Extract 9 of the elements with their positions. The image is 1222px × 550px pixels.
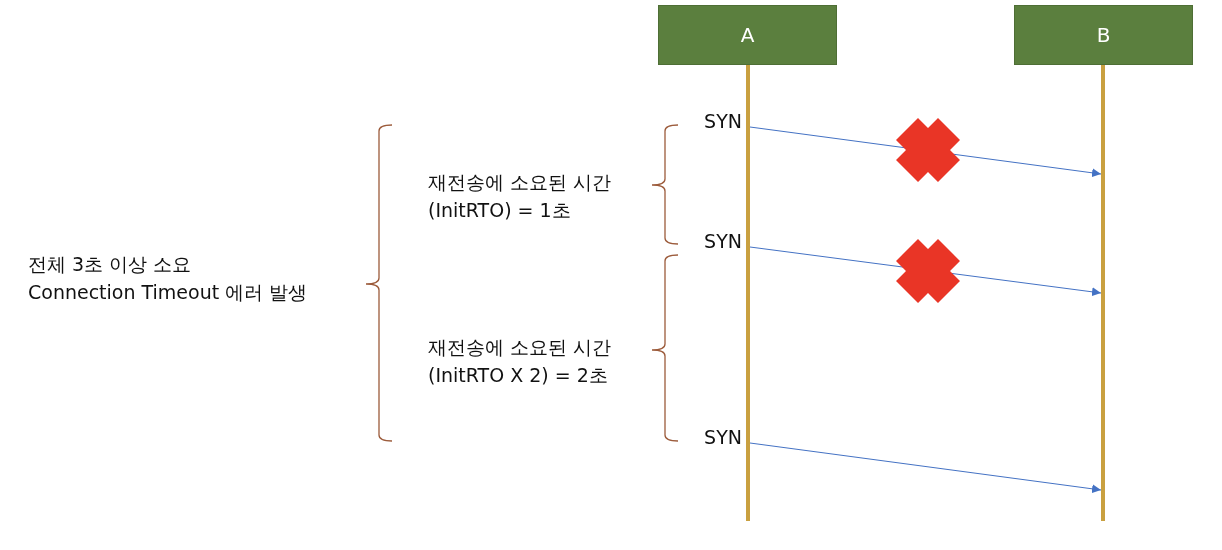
- participant-box: A: [658, 5, 837, 65]
- participant-box: B: [1014, 5, 1193, 65]
- annotation-text: 전체 3초 이상 소요: [28, 252, 193, 277]
- lifeline: [1101, 65, 1105, 521]
- annotation-text: 재전송에 소요된 시간 (InitRTO) = 1초: [428, 170, 613, 223]
- annotation-text: 재전송에 소요된 시간 (InitRTO X 2) = 2초: [428, 335, 613, 388]
- lifeline: [746, 65, 750, 521]
- annotation-text: Connection Timeout 에러 발생: [28, 280, 309, 305]
- arrow: [749, 442, 1102, 494]
